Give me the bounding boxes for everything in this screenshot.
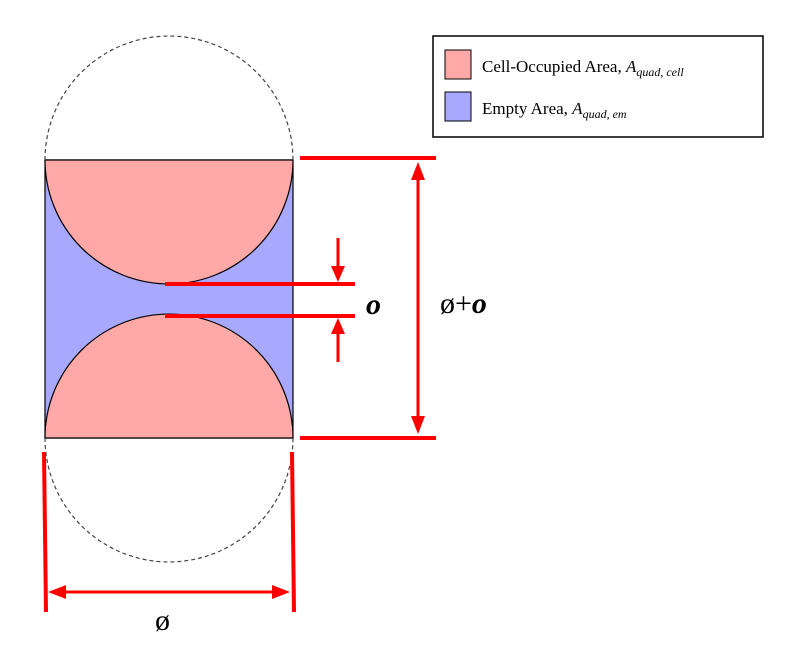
height-label-suffix: o xyxy=(472,287,487,320)
gap-label: o xyxy=(366,288,381,321)
legend-item-cell-symbol: A xyxy=(625,57,637,76)
width-arrow-head-left xyxy=(48,585,66,599)
legend-item-empty: Empty Area, Aquad, em xyxy=(482,99,627,121)
legend: Cell-Occupied Area, Aquad, cell Empty Ar… xyxy=(432,35,764,138)
height-label: ø+o xyxy=(440,287,487,320)
gap-arrow-top-head xyxy=(331,266,345,282)
diameter-label: ø xyxy=(155,604,170,637)
legend-item-empty-subscript: quad, em xyxy=(583,107,627,121)
height-arrow-head-top xyxy=(411,162,425,180)
height-label-prefix: ø+ xyxy=(440,287,472,320)
width-right-extension xyxy=(290,451,296,613)
legend-item-cell: Cell-Occupied Area, Aquad, cell xyxy=(482,57,684,79)
legend-item-cell-subscript: quad, cell xyxy=(636,65,684,79)
width-left-extension xyxy=(42,451,48,613)
width-arrow-head-right xyxy=(272,585,290,599)
height-arrow-head-bottom xyxy=(411,416,425,434)
gap-arrow-bottom-head xyxy=(331,318,345,334)
top-dashed-cell-outline xyxy=(44,35,294,161)
legend-item-empty-label: Empty Area, xyxy=(482,99,572,118)
legend-item-empty-symbol: A xyxy=(571,99,583,118)
legend-item-cell-label: Cell-Occupied Area, xyxy=(482,57,626,76)
legend-swatch-empty xyxy=(444,91,472,122)
bottom-dashed-cell-outline xyxy=(44,437,294,563)
legend-box xyxy=(432,35,764,138)
legend-swatch-cell xyxy=(444,49,472,80)
